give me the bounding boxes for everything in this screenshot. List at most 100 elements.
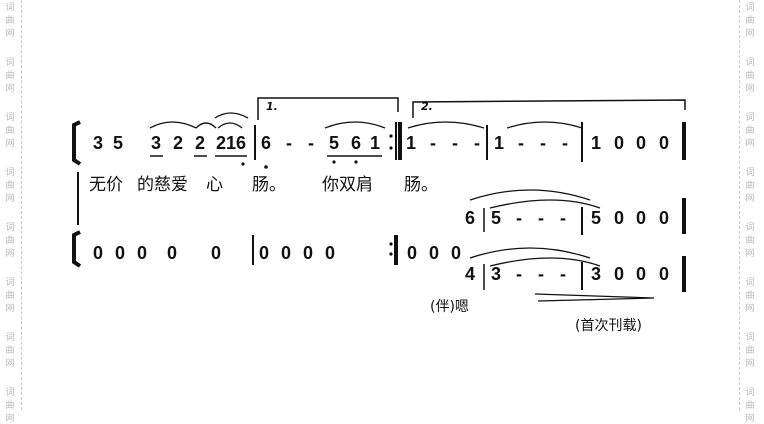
harmony-upper-note: 5	[490, 208, 501, 228]
lyric: 你双肩	[322, 175, 373, 195]
watermark-char: 曲	[5, 236, 15, 246]
harmony-upper-note: 0	[613, 208, 624, 228]
watermark-char: 网	[745, 139, 755, 149]
watermark-char: 词	[745, 113, 755, 123]
rest-note: 0	[166, 243, 177, 263]
harmony-lower-note: -	[538, 264, 544, 284]
harmony-lower-note: 3	[590, 264, 601, 284]
watermark-char: 词	[745, 388, 755, 398]
watermark-char: 网	[745, 249, 755, 259]
watermark-char: 曲	[5, 291, 15, 301]
watermark-char: 词	[5, 3, 15, 13]
lyric: 肠。	[252, 175, 286, 195]
note: 0	[613, 133, 624, 153]
watermark-char: 词	[5, 168, 15, 178]
watermark-char: 曲	[745, 236, 755, 246]
harmony-lower-note: 4	[464, 264, 475, 284]
note: 5	[112, 133, 123, 153]
note: -	[452, 133, 458, 153]
watermark-char: 网	[5, 414, 15, 424]
watermark-char: 网	[745, 84, 755, 94]
lyric: 心	[206, 175, 223, 195]
rest-note: 0	[136, 243, 147, 263]
rest-note: 0	[324, 243, 335, 263]
watermark-char: 曲	[745, 181, 755, 191]
watermark-char: 曲	[5, 16, 15, 26]
lyric: 无价	[89, 175, 123, 195]
volta-2-label: 2.	[421, 100, 433, 113]
watermark-char: 词	[745, 333, 755, 343]
volta-2-line	[412, 99, 686, 118]
rest-note: 0	[302, 243, 313, 263]
harmony-upper-note: 5	[590, 208, 601, 228]
harmony-lower-note: 0	[658, 264, 669, 284]
system-bracket-upper	[72, 120, 82, 166]
rest-note: 0	[450, 243, 461, 263]
harmony-lower-note: 0	[613, 264, 624, 284]
watermark-char: 曲	[745, 346, 755, 356]
note: 1	[405, 133, 416, 153]
watermark-char: 词	[5, 388, 15, 398]
watermark-char: 网	[745, 414, 755, 424]
note: -	[286, 133, 292, 153]
note: 0	[635, 133, 646, 153]
harmony-lower-note: 3	[490, 264, 501, 284]
harmony-upper-note: 0	[658, 208, 669, 228]
note: 6	[260, 133, 271, 153]
harmony-upper-note: -	[516, 208, 522, 228]
watermark-char: 网	[5, 29, 15, 39]
watermark-char: 网	[745, 194, 755, 204]
note: 1	[369, 133, 380, 153]
watermark-char: 词	[5, 58, 15, 68]
note: 6	[350, 133, 361, 153]
watermark-char: 曲	[745, 291, 755, 301]
watermark-char: 词	[745, 223, 755, 233]
rest-note: 0	[92, 243, 103, 263]
watermark-char: 曲	[5, 181, 15, 191]
watermark-char: 曲	[745, 71, 755, 81]
watermark-char: 网	[5, 304, 15, 314]
watermark-char: 词	[5, 113, 15, 123]
watermark-char: 曲	[5, 71, 15, 81]
watermark-char: 网	[5, 84, 15, 94]
watermark-char: 曲	[5, 346, 15, 356]
right-margin-line	[739, 0, 740, 410]
volta-1-label: 1.	[266, 100, 278, 113]
note: 1	[590, 133, 601, 153]
watermark-char: 曲	[5, 401, 15, 411]
source-note: (首次刊载)	[575, 318, 642, 334]
harmony-lower-note: -	[560, 264, 566, 284]
note: 0	[658, 133, 669, 153]
harmony-upper-note: 6	[464, 208, 475, 228]
note: -	[308, 133, 314, 153]
score-lines	[72, 97, 686, 302]
watermark-char: 词	[5, 223, 15, 233]
note: -	[474, 133, 480, 153]
watermark-char: 词	[745, 278, 755, 288]
note: -	[562, 133, 568, 153]
watermark-char: 网	[5, 194, 15, 204]
note: 1	[493, 133, 504, 153]
rest-note: 0	[210, 243, 221, 263]
watermark-char: 词	[5, 278, 15, 288]
watermark-char: 词	[745, 58, 755, 68]
note: 5	[328, 133, 339, 153]
harmony-lower-note: 0	[635, 264, 646, 284]
watermark-char: 曲	[745, 126, 755, 136]
system-bracket-lower	[72, 230, 82, 268]
watermark-char: 网	[5, 249, 15, 259]
harmony-upper-note: -	[538, 208, 544, 228]
harmony-upper-note: 0	[635, 208, 646, 228]
watermark-char: 网	[745, 304, 755, 314]
rest-note: 0	[258, 243, 269, 263]
watermark-char: 词	[745, 168, 755, 178]
note: 3	[92, 133, 103, 153]
watermark-char: 网	[745, 359, 755, 369]
lyric: 的慈爱	[137, 175, 188, 195]
watermark-char: 曲	[5, 126, 15, 136]
note: 3	[150, 133, 161, 153]
rest-note: 0	[406, 243, 417, 263]
left-margin-line	[21, 0, 22, 410]
watermark-char: 曲	[745, 401, 755, 411]
lyric: 肠。	[404, 175, 438, 195]
